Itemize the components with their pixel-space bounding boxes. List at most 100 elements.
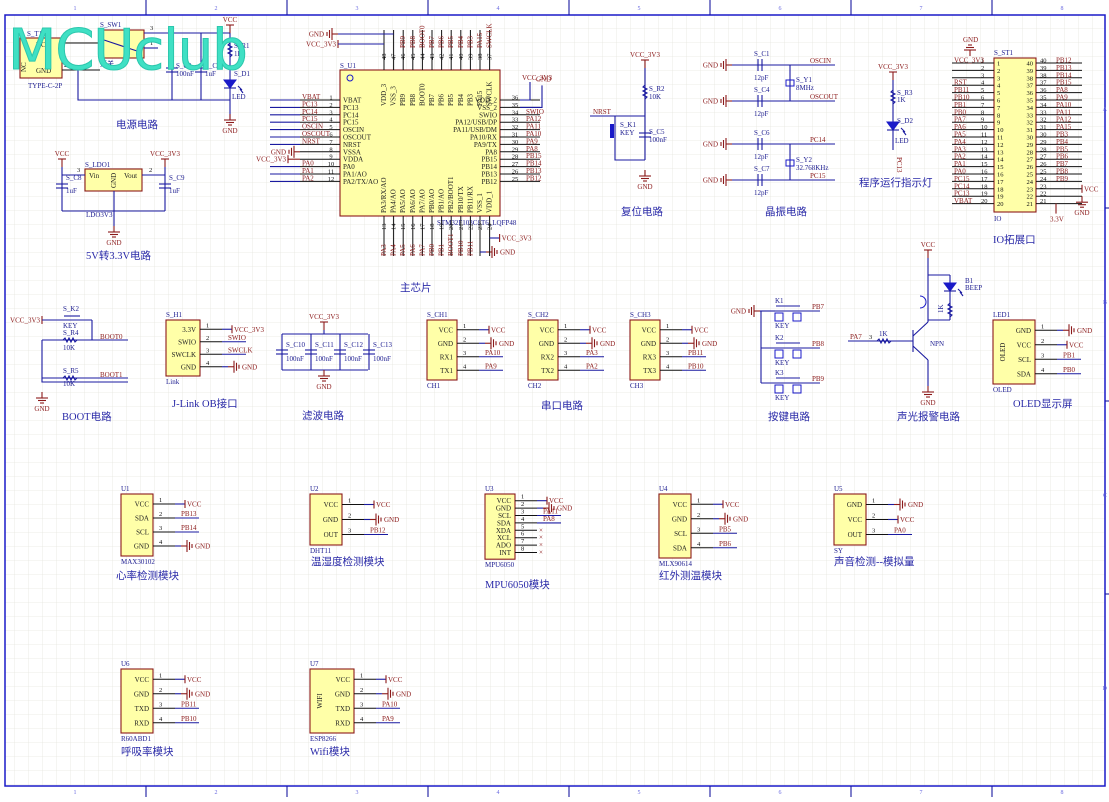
pin-name: VCC (324, 501, 339, 509)
component-body (992, 319, 1036, 385)
pin-name: VCC (439, 326, 454, 334)
net-label: PA2 (954, 153, 966, 161)
pin-number-inner: 2 (997, 68, 1000, 75)
pin-name: VCC (642, 326, 657, 334)
buzzer-symbol (919, 295, 927, 309)
pin-number: 4 (666, 363, 670, 370)
component-value: R60ABD1 (121, 735, 151, 743)
buzzer-value: BEEP (965, 284, 982, 292)
key-contact (774, 349, 784, 359)
led-ray (239, 88, 244, 94)
section-title-jlink: J-Link OB接口 (172, 397, 238, 410)
section-title-alarm: 声光报警电路 (897, 410, 960, 423)
pin-number: 3 (697, 526, 700, 533)
pin-number: 24 (1040, 176, 1047, 183)
net-label: PA9 (485, 362, 497, 370)
net-label: PC14 (954, 182, 970, 190)
ground-symbol: GND (34, 392, 50, 413)
power-port: VCC (488, 325, 506, 334)
pin-number: 14 (391, 223, 398, 230)
power-label: VCC (900, 516, 915, 524)
zone-col-top: 6 (779, 6, 782, 12)
pin-name: PA8 (485, 148, 497, 156)
pin-number: 2 (521, 501, 524, 508)
pin-number: 3 (872, 528, 875, 535)
pin-number: 25 (1040, 169, 1047, 176)
cap-ref: S_C5 (649, 128, 665, 136)
section-title-crystal: 晶振电路 (765, 205, 807, 218)
pin-number: 19 (439, 224, 446, 231)
pin-number: 17 (981, 176, 988, 183)
pin-number: 45 (410, 54, 417, 61)
power-port: VCC (546, 496, 564, 505)
pin-name: VSS_1 (476, 193, 484, 213)
ground-label: GND (536, 75, 551, 83)
resistor-ref: S_R1 (234, 42, 250, 50)
pin-number: 3 (159, 525, 162, 532)
usb-value: TYPE-C-2P (28, 82, 62, 90)
pin-name: PA4/AO (390, 189, 398, 213)
ground-symbol: GND (731, 305, 760, 317)
pin-name: GND (134, 543, 149, 551)
pin-number-inner: 5 (997, 90, 1000, 97)
key-contact (774, 384, 784, 394)
zone-col-bottom: 2 (215, 790, 218, 796)
pin-name: SCL (674, 530, 687, 538)
net-label: VBAT (954, 197, 973, 205)
pin-number: 14 (981, 154, 988, 161)
capacitor (276, 349, 288, 355)
resistor (889, 89, 897, 105)
cap-ref: S_C1 (754, 50, 770, 58)
pin-name: PB4 (457, 93, 465, 106)
pin-number: 2 (149, 167, 152, 174)
section-title-breath: 呼吸率模块 (121, 745, 174, 758)
net-label: PA5 (954, 131, 966, 139)
power-port: VCC_3V3 (306, 40, 339, 49)
pin-name: GND (335, 690, 350, 698)
mcu-value: STM32F103C8T6_LQFP48 (437, 219, 517, 227)
net-label: PC15 (302, 115, 318, 123)
pin-number: 8 (521, 546, 524, 553)
ground-label: GND (637, 183, 652, 191)
net-label: PB7 (1056, 160, 1069, 168)
power-label: VCC (921, 241, 936, 249)
crystal-value: 32.768KHz (796, 164, 828, 172)
ground-symbol: GND (894, 498, 923, 511)
pin-name: SDA (1017, 370, 1031, 378)
crystal-circuit: GNDS_C112pFOSCINGNDS_C412pFOSCOUTGNDS_C6… (703, 50, 839, 218)
resistor-value: 1K (897, 96, 906, 104)
pin-number-inner: 13 (997, 149, 1004, 156)
pin-name: RX1 (440, 353, 454, 361)
pin-number: 37 (1040, 80, 1047, 87)
pin-name: PB8 (409, 93, 417, 106)
cap-value: 100nF (344, 355, 362, 363)
pin-name: PA12/USB/DP (455, 119, 497, 127)
power-label: VCC (55, 150, 70, 158)
cap-value: 1uF (66, 187, 77, 195)
power-label: VCC (1084, 185, 1099, 193)
net-label: OSCOUT (810, 93, 839, 101)
pin-number: 19 (981, 191, 988, 198)
capacitor (334, 349, 346, 355)
switch-value: 开关 (100, 59, 114, 68)
net-label: PA3 (380, 244, 388, 256)
capacitor (639, 132, 651, 138)
pin-number: 4 (463, 363, 467, 370)
power-port: VCC_3V3 (630, 51, 660, 68)
net-label: PA9 (1056, 94, 1068, 102)
pin-number: 3 (159, 701, 162, 708)
net-label: PB14 (526, 160, 542, 168)
pin-number: 2 (159, 687, 162, 694)
pin-number: 12 (981, 139, 988, 146)
pin-name: GND (438, 340, 453, 348)
component-value: OLED (993, 386, 1012, 394)
net-label: PB6 (1056, 153, 1069, 161)
pin-number: 22 (467, 224, 474, 231)
pin-name: SDA (135, 515, 149, 523)
net-label: PA11 (526, 123, 542, 131)
power-port: VCC_3V3 (878, 63, 908, 80)
